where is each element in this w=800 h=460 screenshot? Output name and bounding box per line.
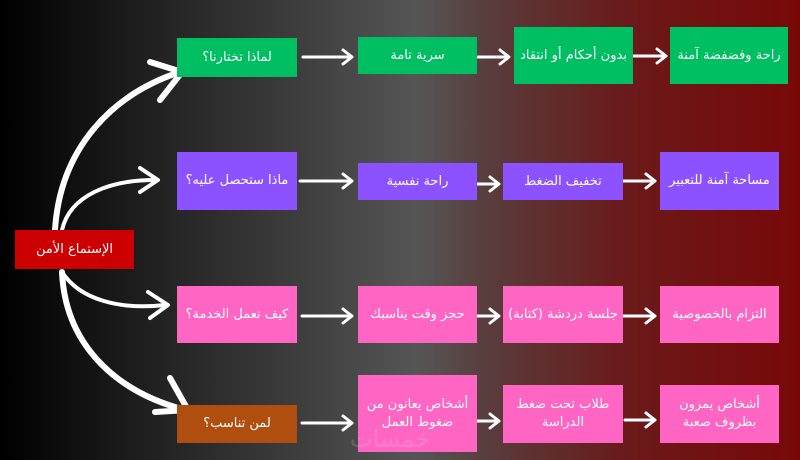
row1-item-1: سرية تامة: [358, 37, 477, 74]
row2-item-1: راحة نفسية: [358, 163, 477, 200]
curve-arrow-head-2: [138, 166, 160, 194]
row-arrows: [298, 47, 668, 432]
watermark-logo: خمسات: [350, 425, 431, 453]
center-node: الإستماع الأمن: [15, 230, 134, 269]
row2-item-2: تخفيف الضغط: [503, 163, 623, 200]
row4-question: لمن تناسب؟: [177, 405, 297, 443]
row3-item-1: حجز وقت يناسبك: [358, 286, 477, 343]
curve-arrow-3: [60, 270, 167, 309]
row3-question: كيف تعمل الخدمة؟: [177, 286, 297, 343]
row4-item-2: طلاب تحت ضغط الدراسة: [503, 385, 623, 443]
row4-item-1: أشخاص يعانون من ضغوط العمل: [358, 375, 477, 452]
row2-item-3: مساحة آمنة للتعبير: [660, 152, 779, 210]
row1-item-2: بدون أحكام أو انتقاد: [514, 27, 633, 84]
curve-arrow-2: [60, 178, 157, 232]
row4-item-3: أشخاص يمرون بظروف صعبة: [660, 385, 779, 443]
row3-item-2: جلسة دردشة (كتابة): [503, 286, 623, 343]
curve-arrow-1: [52, 69, 183, 233]
row3-item-3: التزام بالخصوصية: [660, 286, 779, 343]
curve-arrow-4: [59, 269, 188, 413]
row1-question: لماذا تختارنا؟: [177, 38, 297, 77]
row2-question: ماذا ستحصل عليه؟: [177, 152, 297, 210]
curve-arrow-head-3: [146, 290, 170, 320]
row1-item-3: راحة وفضفضة آمنة: [670, 27, 788, 84]
